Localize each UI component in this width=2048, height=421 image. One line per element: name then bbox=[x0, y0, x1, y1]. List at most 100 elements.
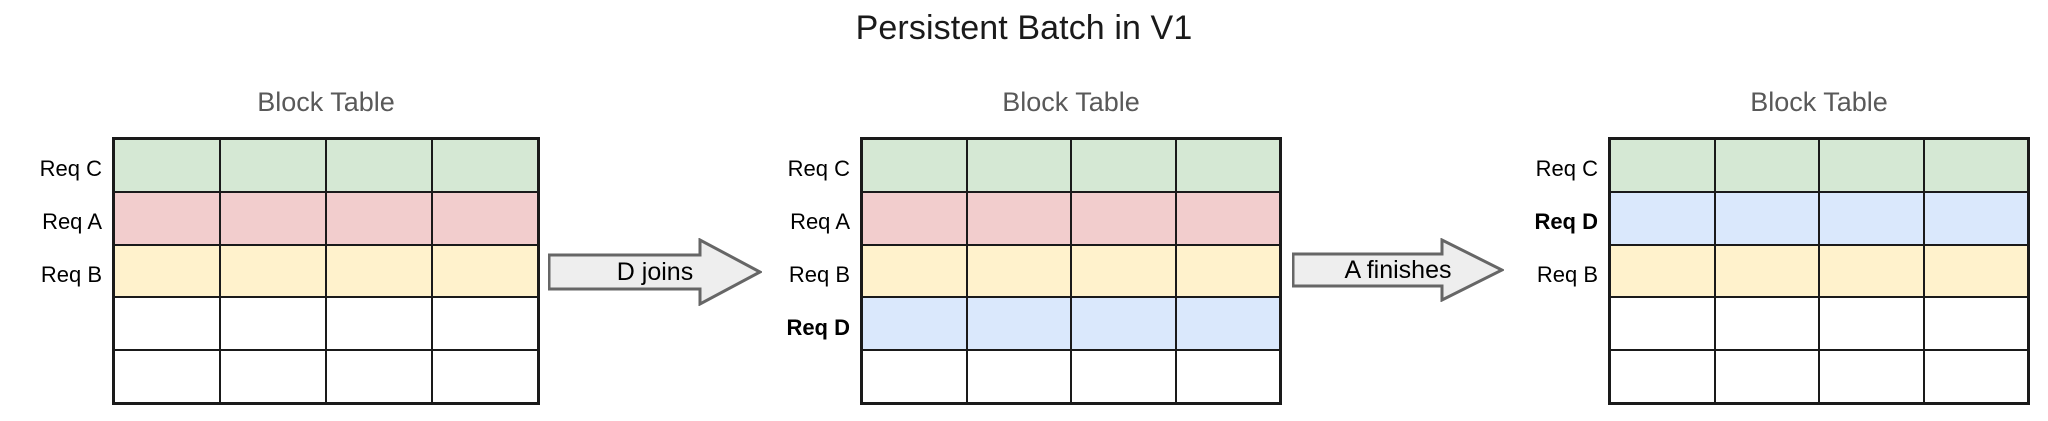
row-label-1-0: Req C bbox=[39, 156, 102, 181]
table-row[interactable] bbox=[115, 245, 537, 299]
block-cell[interactable] bbox=[1072, 192, 1177, 244]
block-cell[interactable] bbox=[221, 245, 327, 297]
block-cell[interactable] bbox=[327, 140, 433, 191]
page-title: Persistent Batch in V1 bbox=[855, 9, 1193, 47]
panel-step-3: Block Table Req C Req D Req B bbox=[1504, 0, 2048, 421]
block-cell[interactable] bbox=[433, 298, 537, 350]
table-row[interactable] bbox=[863, 140, 1279, 193]
row-label-2-1: Req A bbox=[790, 209, 850, 234]
block-cell[interactable] bbox=[863, 351, 968, 402]
panel-step-2: Block Table Req C Req A Req B Req D bbox=[762, 0, 1292, 421]
block-cell[interactable] bbox=[327, 192, 433, 244]
block-cell[interactable] bbox=[863, 192, 968, 244]
block-cell[interactable] bbox=[967, 351, 1072, 402]
block-cell[interactable] bbox=[221, 192, 327, 244]
block-cell[interactable] bbox=[967, 192, 1072, 244]
block-cell[interactable] bbox=[115, 245, 221, 297]
block-cell[interactable] bbox=[1072, 140, 1177, 191]
block-cell[interactable] bbox=[1176, 245, 1279, 297]
block-cell[interactable] bbox=[1924, 351, 2027, 402]
block-cell[interactable] bbox=[1176, 351, 1279, 402]
table-row[interactable] bbox=[115, 140, 537, 193]
block-cell[interactable] bbox=[1072, 245, 1177, 297]
block-cell[interactable] bbox=[1611, 351, 1716, 402]
table-row[interactable] bbox=[1611, 192, 2027, 246]
table-row[interactable] bbox=[863, 298, 1279, 352]
block-cell[interactable] bbox=[115, 192, 221, 244]
row-label-1-1: Req A bbox=[42, 209, 102, 234]
row-label-3-3 bbox=[1504, 301, 1598, 354]
row-label-1-3 bbox=[4, 301, 102, 354]
block-cell[interactable] bbox=[433, 351, 537, 402]
block-cell[interactable] bbox=[1820, 245, 1925, 297]
block-cell[interactable] bbox=[221, 351, 327, 402]
block-cell[interactable] bbox=[433, 192, 537, 244]
block-cell[interactable] bbox=[1176, 140, 1279, 191]
block-cell[interactable] bbox=[1611, 192, 1716, 244]
block-table-heading-3: Block Table bbox=[1750, 87, 1888, 117]
block-cell[interactable] bbox=[327, 298, 433, 350]
table-row[interactable] bbox=[115, 351, 537, 402]
block-cell[interactable] bbox=[1611, 298, 1716, 350]
block-cell[interactable] bbox=[433, 245, 537, 297]
block-cell[interactable] bbox=[327, 245, 433, 297]
block-cell[interactable] bbox=[1715, 351, 1820, 402]
block-cell[interactable] bbox=[967, 245, 1072, 297]
row-label-1-4 bbox=[4, 354, 102, 407]
right-arrow-icon bbox=[1292, 238, 1504, 302]
table-row[interactable] bbox=[1611, 298, 2027, 352]
table-row[interactable] bbox=[1611, 140, 2027, 193]
block-cell[interactable] bbox=[863, 245, 968, 297]
row-label-3-2: Req B bbox=[1536, 262, 1598, 287]
row-label-3-4 bbox=[1504, 354, 1598, 407]
block-cell[interactable] bbox=[863, 140, 968, 191]
row-label-3-1: Req D bbox=[1534, 209, 1598, 234]
row-label-2-0: Req C bbox=[787, 156, 850, 181]
block-cell[interactable] bbox=[1715, 192, 1820, 244]
block-cell[interactable] bbox=[1820, 192, 1925, 244]
block-cell[interactable] bbox=[1072, 298, 1177, 350]
right-arrow-icon bbox=[548, 238, 762, 306]
arrow-d-joins[interactable]: D joins bbox=[548, 238, 762, 306]
block-table-grid-2[interactable] bbox=[860, 137, 1282, 405]
block-cell[interactable] bbox=[1924, 140, 2027, 191]
block-table-grid-3[interactable] bbox=[1608, 137, 2030, 405]
row-label-3-0: Req C bbox=[1535, 156, 1598, 181]
block-cell[interactable] bbox=[1924, 298, 2027, 350]
block-cell[interactable] bbox=[115, 140, 221, 191]
block-cell[interactable] bbox=[1715, 245, 1820, 297]
block-cell[interactable] bbox=[115, 351, 221, 402]
block-cell[interactable] bbox=[1176, 298, 1279, 350]
block-cell[interactable] bbox=[1820, 298, 1925, 350]
table-row[interactable] bbox=[863, 245, 1279, 299]
block-cell[interactable] bbox=[967, 140, 1072, 191]
table-row[interactable] bbox=[1611, 245, 2027, 299]
block-cell[interactable] bbox=[1715, 140, 1820, 191]
table-row[interactable] bbox=[1611, 351, 2027, 402]
block-cell[interactable] bbox=[1176, 192, 1279, 244]
block-table-grid-1[interactable] bbox=[112, 137, 540, 405]
block-cell[interactable] bbox=[221, 298, 327, 350]
block-cell[interactable] bbox=[1820, 351, 1925, 402]
block-cell[interactable] bbox=[433, 140, 537, 191]
block-cell[interactable] bbox=[1072, 351, 1177, 402]
table-row[interactable] bbox=[863, 351, 1279, 402]
block-cell[interactable] bbox=[221, 140, 327, 191]
row-label-1-2: Req B bbox=[40, 262, 102, 287]
arrow-a-finishes[interactable]: A finishes bbox=[1292, 238, 1504, 302]
block-cell[interactable] bbox=[1715, 298, 1820, 350]
block-table-heading-2: Block Table bbox=[1002, 87, 1140, 117]
block-cell[interactable] bbox=[1820, 140, 1925, 191]
block-cell[interactable] bbox=[1611, 245, 1716, 297]
panel-step-1: Block Table Req C Req A Req B bbox=[0, 0, 548, 421]
block-cell[interactable] bbox=[863, 298, 968, 350]
block-cell[interactable] bbox=[327, 351, 433, 402]
table-row[interactable] bbox=[115, 298, 537, 352]
block-cell[interactable] bbox=[1924, 192, 2027, 244]
table-row[interactable] bbox=[115, 192, 537, 246]
block-cell[interactable] bbox=[967, 298, 1072, 350]
block-cell[interactable] bbox=[1611, 140, 1716, 191]
table-row[interactable] bbox=[863, 192, 1279, 246]
block-cell[interactable] bbox=[1924, 245, 2027, 297]
block-cell[interactable] bbox=[115, 298, 221, 350]
